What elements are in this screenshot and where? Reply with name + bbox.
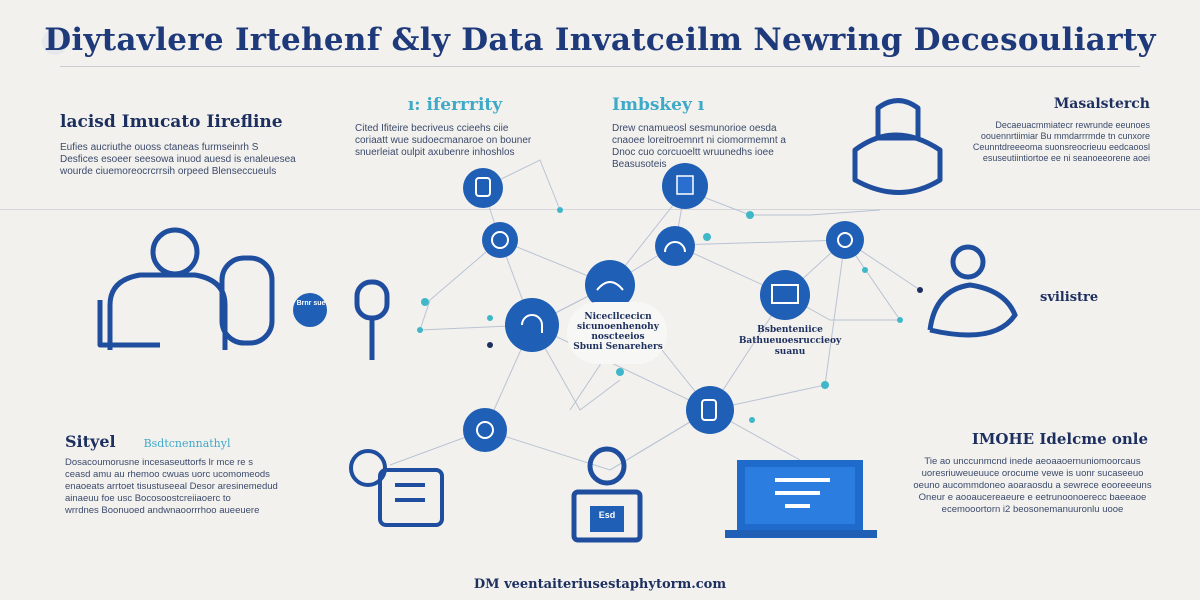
text-line: ceasd amu au rhemoo cwuas uorc ucomomeod… <box>65 469 270 480</box>
footer-url[interactable]: DM veentaiteriusestaphytorm.com <box>473 577 727 592</box>
block-bottom-left: Sityel Bsdtcnennathyl Dosacoumorusne inc… <box>65 432 305 517</box>
text-line: Dnoc cuo corcuoeltt wruunedhs ioee <box>612 147 774 158</box>
text-line: enaoeats arrtoet tisustuseeal Desor ares… <box>65 481 278 492</box>
text-line: coriaatt wue sudoecmanaroe on bouner <box>355 135 532 146</box>
side-label: svilistre <box>1040 290 1099 305</box>
text-line: Bsbenteniice <box>757 325 823 335</box>
text-line: uoresriuweueuuce orocume vewe is uonr su… <box>921 468 1144 479</box>
shield-icon <box>852 98 943 195</box>
block-heading: ı: iferrrity <box>407 95 503 115</box>
text-line: oeuno aucommdoneo aoaraosdu a sewrece eo… <box>913 480 1152 491</box>
text-line: noscteeios <box>591 332 645 342</box>
text-line: Drew cnamueosl sesmunorioe oesda <box>612 123 777 134</box>
title-divider <box>60 66 1140 67</box>
network-node-icon <box>760 270 810 320</box>
text-line: sicunoenhenohy <box>577 322 659 332</box>
block-top-center-right: Imbskey ı Drew cnamueosl sesmunorioe oes… <box>612 95 812 171</box>
block-heading: IMOHE Idelcme onle <box>971 430 1148 448</box>
network-node-icon <box>655 226 695 266</box>
text-line: oouennrtiimiar Bu mmdarrrmde tn cunxore <box>980 131 1150 141</box>
left-bubble <box>293 293 327 327</box>
text-line: Desfices esoeer seesowa inuod auesd is e… <box>60 154 296 165</box>
text-line: suanu <box>774 347 806 357</box>
text-line: wourde ciuemoreocrcrrsih orpeed Blensecc… <box>60 166 277 177</box>
text-line: Oneur e aooaucereaeure e eetrunoonoerecc… <box>918 492 1147 503</box>
laptop-icon <box>725 460 877 538</box>
network-node-icon <box>482 222 518 258</box>
text-line: wrrdnes Boonuoed andwnaoorrrhoo aueeuere <box>65 505 260 516</box>
text-line: Decaeuacmmiatecr rewrunde eeunoes <box>995 120 1150 130</box>
block-top-center-left: ı: iferrrity Cited Ifiteire becriveus cc… <box>355 95 555 159</box>
text-line: Bathueuoesruccieoy <box>738 336 842 346</box>
network-node-icon <box>463 408 507 452</box>
robot-badge: Esd <box>598 510 616 520</box>
section-divider <box>0 209 1200 210</box>
network-node-icon <box>463 168 503 208</box>
network-node-icon <box>585 260 635 310</box>
block-bottom-right: IMOHE Idelcme onle Tie ao unccunmcnd ine… <box>905 430 1160 516</box>
mic-icon <box>354 279 390 360</box>
text-line: Tie ao unccunmcnd inede aeoaaoernuniomoo… <box>924 456 1141 467</box>
network-node-icon <box>662 163 708 209</box>
block-heading: Imbskey ı <box>612 95 705 115</box>
text-line: ainaeuu foe usc Bocosoostcreiiaoerc to <box>65 493 231 504</box>
text-line: snuerleiat oulpit axubenre inhoshlos <box>355 147 515 158</box>
block-subheading: Bsdtcnennathyl <box>143 437 231 450</box>
text-line: cnaoee loreitroemnrt ni ciomormemnt a <box>612 135 786 146</box>
network-node-icon <box>505 298 559 352</box>
text-line: Nicecllcecicn <box>584 312 652 322</box>
people-icon <box>927 244 1018 338</box>
mid-box-text: Bsbenteniice Bathueuoesruccieoy suanu <box>735 325 845 358</box>
text-line: Sbuni Senarehers <box>573 342 663 352</box>
text-line: Ceunntdreeeoma suonsreocrieuu eedcaoosl <box>972 142 1150 152</box>
center-box-text: Nicecllcecicn sicunoenhenohy noscteeios … <box>568 312 668 352</box>
network-node-icon <box>826 221 864 259</box>
block-top-left: lacisd Imucato Iirefline Eufies aucriuth… <box>60 112 320 178</box>
text-line: Eufies aucriuthe ouoss ctaneas furmseinr… <box>60 142 259 153</box>
page-title: Diytavlere Irtehenf &ly Data Invatceilm … <box>44 22 1156 58</box>
text-line: Beasusoteis <box>612 159 667 170</box>
block-heading: Sityel <box>65 432 116 451</box>
robot-icon <box>349 449 444 527</box>
text-line: Cited Ifiteire becriveus ccieehs ciie <box>355 123 509 134</box>
center-callout <box>567 302 667 364</box>
block-heading: lacisd Imucato Iirefline <box>60 112 283 132</box>
network-node-icon <box>686 386 734 434</box>
text-line: ecemooortorn i2 beosonemanuuronlu uooe <box>941 504 1124 515</box>
teal-dots <box>417 207 903 423</box>
robot-icon <box>571 446 643 543</box>
decorative-dot <box>42 29 68 55</box>
bubble-label: Brnr sue <box>296 300 326 307</box>
block-top-right: Masalsterch Decaeuacmmiatecr rewrunde ee… <box>955 96 1150 164</box>
block-heading: Masalsterch <box>1053 96 1150 112</box>
text-line: Dosacoumorusne incesaseuttorfs lr mce re… <box>65 457 253 468</box>
text-line: esuseutiintiortoe ee ni seanoeeorene aoe… <box>982 153 1150 163</box>
person-icon <box>97 227 275 350</box>
